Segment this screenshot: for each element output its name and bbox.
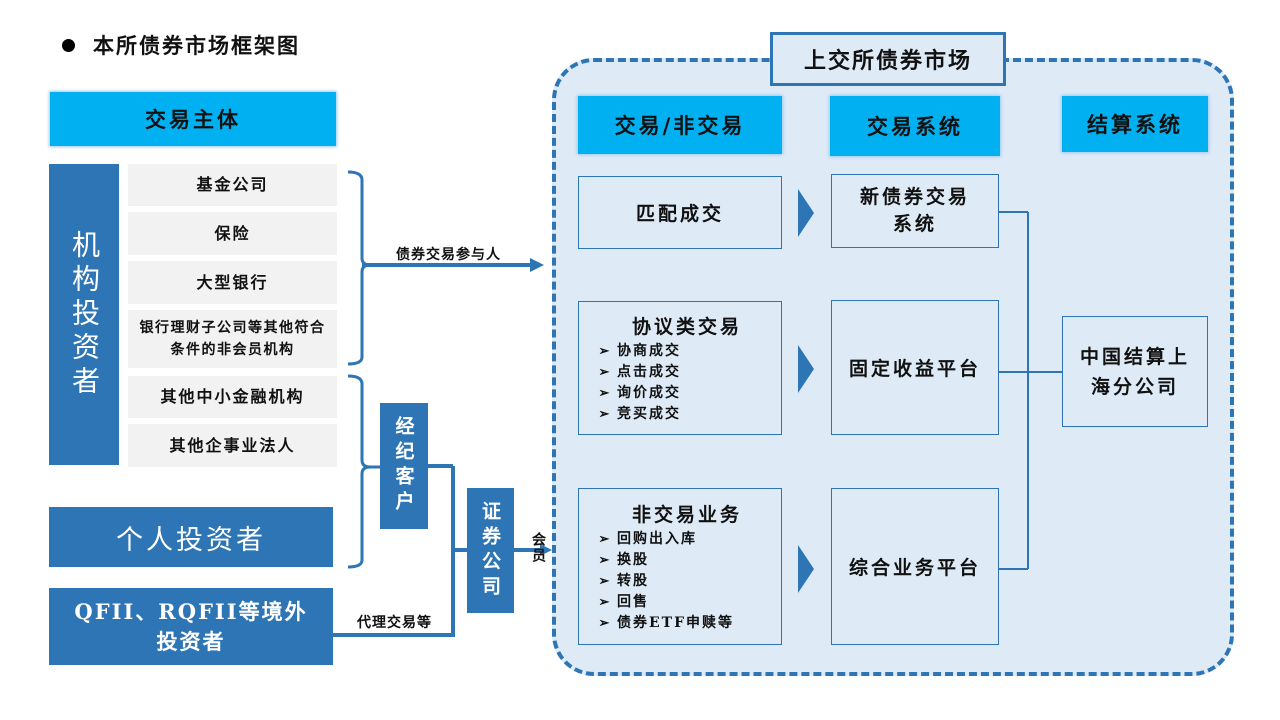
list-item: ➢询价成交 [593, 383, 681, 404]
member-insurance[interactable]: 保险 [128, 212, 337, 255]
arrowhead-bullet-icon: ➢ [598, 385, 612, 401]
sse-bond-market-title: 上交所债券市场 [770, 32, 1006, 86]
foreign-investor-box[interactable]: QFII、RQFII等境外投资者 [49, 588, 333, 665]
institutional-investor-label: 机构投资者 [68, 229, 101, 400]
list-item: ➢竞买成交 [593, 404, 681, 425]
arrowhead-bullet-icon: ➢ [598, 343, 612, 359]
lower-brace [347, 374, 371, 569]
page-title: 本所债券市场框架图 [62, 30, 300, 60]
settlement-connectors [999, 211, 1062, 570]
individual-investor-box[interactable]: 个人投资者 [49, 507, 333, 567]
agency-trading-label: 代理交易等 [357, 615, 432, 631]
bullet-icon [62, 38, 75, 52]
left-connectors [333, 170, 552, 637]
securities-firm-label: 证券公司 [479, 500, 501, 601]
arrowhead-bullet-icon: ➢ [598, 531, 612, 547]
arrowhead-bullet-icon: ➢ [598, 552, 612, 568]
securities-firm-box[interactable]: 证券公司 [467, 488, 514, 613]
list-item: ➢换股 [593, 550, 649, 571]
page-title-text: 本所债券市场框架图 [93, 33, 300, 58]
trading-entity-header: 交易主体 [50, 92, 336, 146]
member-wealth-subsidiary[interactable]: 银行理财子公司等其他符合条件的非会员机构 [128, 310, 337, 368]
member-large-bank[interactable]: 大型银行 [128, 261, 337, 304]
institutional-investor-box[interactable]: 机构投资者 [49, 164, 119, 465]
member-label: 会员 [530, 532, 546, 564]
trade-box-negotiated[interactable]: 协议类交易 ➢协商成交 ➢点击成交 ➢询价成交 ➢竞买成交 [578, 301, 782, 435]
column-header-trading-system: 交易系统 [830, 96, 1000, 156]
arrowhead-bullet-icon: ➢ [598, 406, 612, 422]
non-trading-title: 非交易业务 [631, 503, 742, 526]
arrow-right-icon [798, 189, 814, 237]
member-fund-company[interactable]: 基金公司 [128, 164, 337, 206]
arrowhead-bullet-icon: ➢ [598, 615, 612, 631]
list-item: ➢回购出入库 [593, 529, 697, 550]
system-box-integrated-business[interactable]: 综合业务平台 [831, 488, 999, 645]
member-arrow-head [540, 544, 552, 556]
column-header-settlement-system: 结算系统 [1062, 96, 1208, 152]
arrowhead-bullet-icon: ➢ [598, 573, 612, 589]
list-item: ➢转股 [593, 571, 649, 592]
list-item: ➢点击成交 [593, 362, 681, 383]
arrow-right-icon [798, 345, 814, 393]
member-enterprise-legal-person[interactable]: 其他企事业法人 [128, 424, 337, 467]
system-box-fixed-income[interactable]: 固定收益平台 [831, 300, 999, 435]
bond-participant-label: 债券交易参与人 [396, 247, 501, 263]
arrowhead-bullet-icon: ➢ [598, 594, 612, 610]
brokerage-client-label: 经纪客户 [392, 416, 415, 516]
system-box-new-bond[interactable]: 新债券交易系统 [831, 174, 999, 248]
trade-box-matching[interactable]: 匹配成交 [578, 176, 782, 249]
trade-box-non-trading[interactable]: 非交易业务 ➢回购出入库 ➢换股 ➢转股 ➢回售 ➢债券ETF申赎等 [578, 488, 782, 645]
negotiated-title: 协议类交易 [631, 315, 742, 338]
list-item: ➢协商成交 [593, 341, 681, 362]
member-small-financial-institution[interactable]: 其他中小金融机构 [128, 376, 337, 418]
arrow-right-icon [798, 545, 814, 593]
list-item: ➢回售 [593, 592, 649, 613]
participant-arrow-head [530, 258, 544, 272]
list-item: ➢债券ETF申赎等 [593, 613, 734, 634]
column-header-trading: 交易/非交易 [578, 96, 782, 154]
arrowhead-bullet-icon: ➢ [598, 364, 612, 380]
brokerage-client-box[interactable]: 经纪客户 [380, 403, 428, 529]
upper-brace [347, 170, 371, 366]
settlement-box-csdc-shanghai[interactable]: 中国结算上海分公司 [1062, 316, 1208, 427]
